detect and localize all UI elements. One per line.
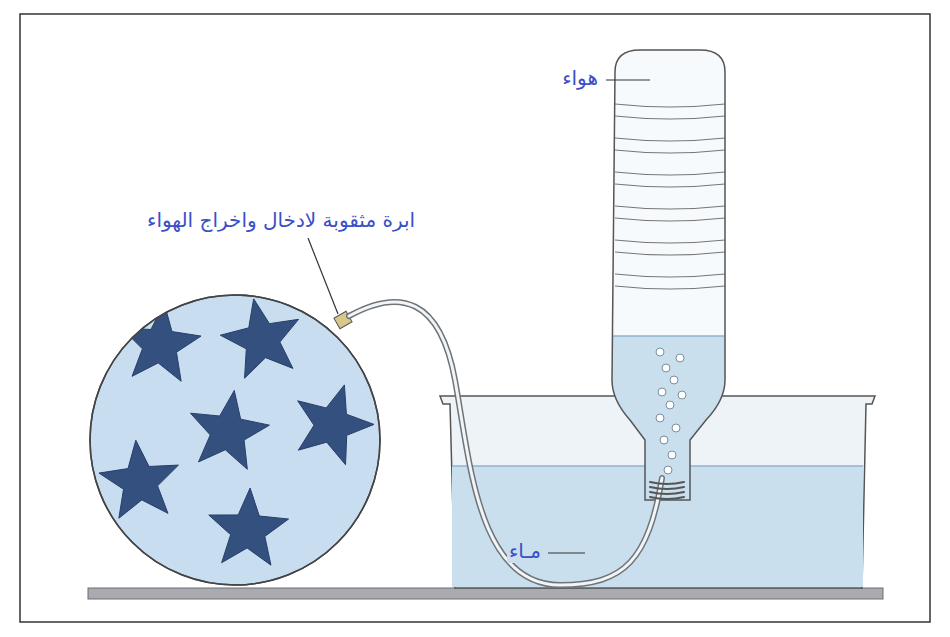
part-label: هواء — [560, 66, 600, 90]
leader-line — [606, 79, 650, 80]
tube — [349, 302, 684, 585]
bottle — [600, 50, 740, 506]
part-label: مـاء — [507, 539, 543, 563]
leader-line — [548, 552, 585, 553]
shelf — [88, 588, 883, 599]
leader-line — [308, 238, 338, 314]
part-label: ابرة مثقوبة لادخال واخراج الهواء — [145, 208, 417, 232]
ball — [90, 295, 380, 585]
frame — [20, 14, 930, 622]
